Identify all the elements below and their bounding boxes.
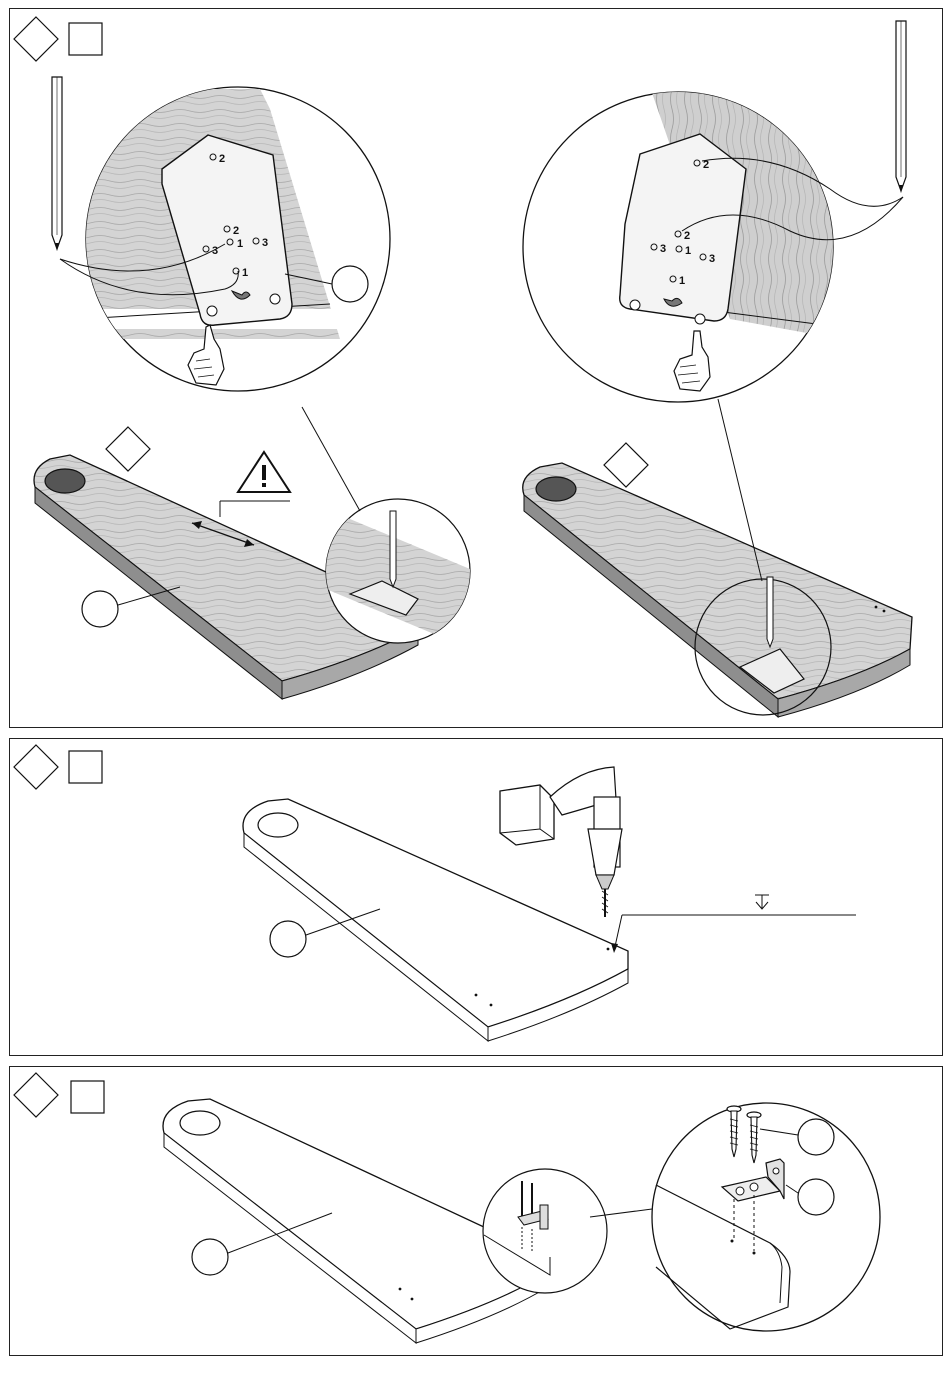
part-callout xyxy=(798,1179,834,1215)
zoom-detail-small xyxy=(483,1169,652,1293)
part-callout xyxy=(332,266,368,302)
drilling-illustration xyxy=(10,739,944,1057)
board-panel xyxy=(523,463,912,717)
pencil-icon xyxy=(767,577,773,647)
step-diamond xyxy=(14,1073,104,1117)
step-panel-1: 2 2 1 3 3 1 xyxy=(9,8,943,728)
zoom-detail-large xyxy=(652,1103,880,1331)
board-panel xyxy=(243,799,628,1041)
svg-text:3: 3 xyxy=(709,253,715,265)
drill-icon xyxy=(500,767,622,917)
step-diamond xyxy=(604,443,648,487)
drill-depth-symbol-icon xyxy=(611,895,856,953)
part-callout xyxy=(82,591,118,627)
step-diamond xyxy=(14,745,102,789)
warning-triangle-icon xyxy=(220,452,290,517)
hole-label: 2 xyxy=(233,225,239,237)
part-callout xyxy=(192,1239,228,1275)
drilling-template-plate: 2 2 1 3 3 1 xyxy=(620,134,746,324)
part-callout xyxy=(798,1119,834,1155)
svg-text:3: 3 xyxy=(660,243,666,255)
step-panel-3 xyxy=(9,1066,943,1356)
hole-label: 2 xyxy=(219,153,225,165)
pencil-icon xyxy=(52,77,62,251)
svg-text:1: 1 xyxy=(679,275,685,287)
pencil-icon xyxy=(390,511,396,587)
zoom-detail-left: 2 2 1 3 3 1 xyxy=(60,87,390,391)
svg-text:2: 2 xyxy=(684,230,690,242)
svg-text:1: 1 xyxy=(685,245,691,257)
bracket-illustration xyxy=(10,1067,944,1357)
hole-label: 3 xyxy=(262,237,268,249)
marking-illustration: 2 2 1 3 3 1 xyxy=(10,9,944,729)
hole-label: 1 xyxy=(237,238,243,250)
pencil-icon xyxy=(896,21,906,193)
zoom-detail-right: 2 2 1 3 3 1 xyxy=(523,87,903,402)
hole-label: 1 xyxy=(242,267,248,279)
part-callout xyxy=(270,921,306,957)
step-diamond xyxy=(14,17,102,61)
step-diamond xyxy=(106,427,150,471)
step-panel-2 xyxy=(9,738,943,1056)
